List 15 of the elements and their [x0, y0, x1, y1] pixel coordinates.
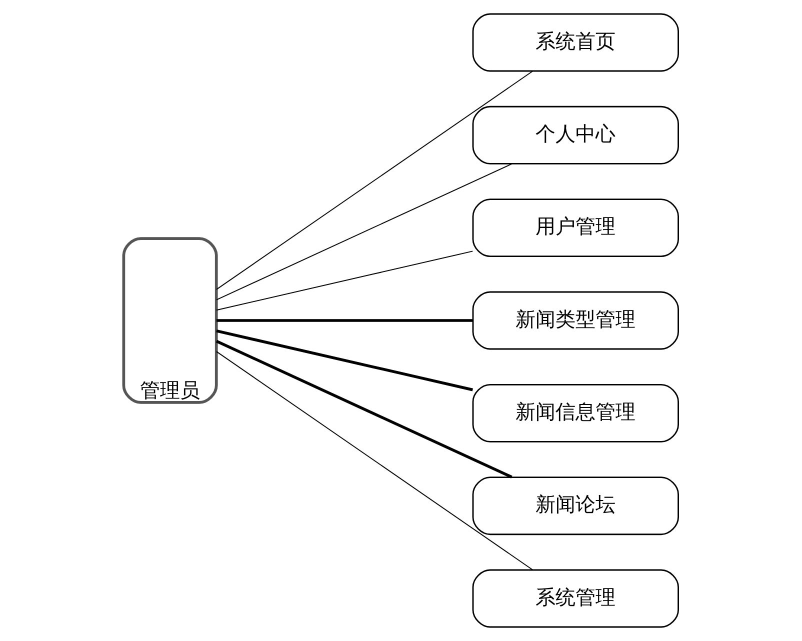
- connector: [216, 70, 533, 290]
- node-box: 新闻论坛: [472, 476, 679, 536]
- connector: [216, 351, 533, 570]
- node-box: 新闻信息管理: [472, 384, 679, 442]
- connector: [216, 340, 512, 478]
- node-box: 用户管理: [472, 198, 679, 258]
- node-box: 管理员: [122, 237, 218, 404]
- connector: [216, 329, 473, 392]
- node-box: 新闻类型管理: [472, 291, 679, 350]
- node-box: 系统首页: [472, 13, 679, 72]
- connector: [216, 250, 474, 311]
- connector: [216, 163, 512, 300]
- node-box: 系统管理: [472, 569, 679, 628]
- connector: [216, 319, 473, 322]
- node-box: 个人中心: [472, 106, 679, 164]
